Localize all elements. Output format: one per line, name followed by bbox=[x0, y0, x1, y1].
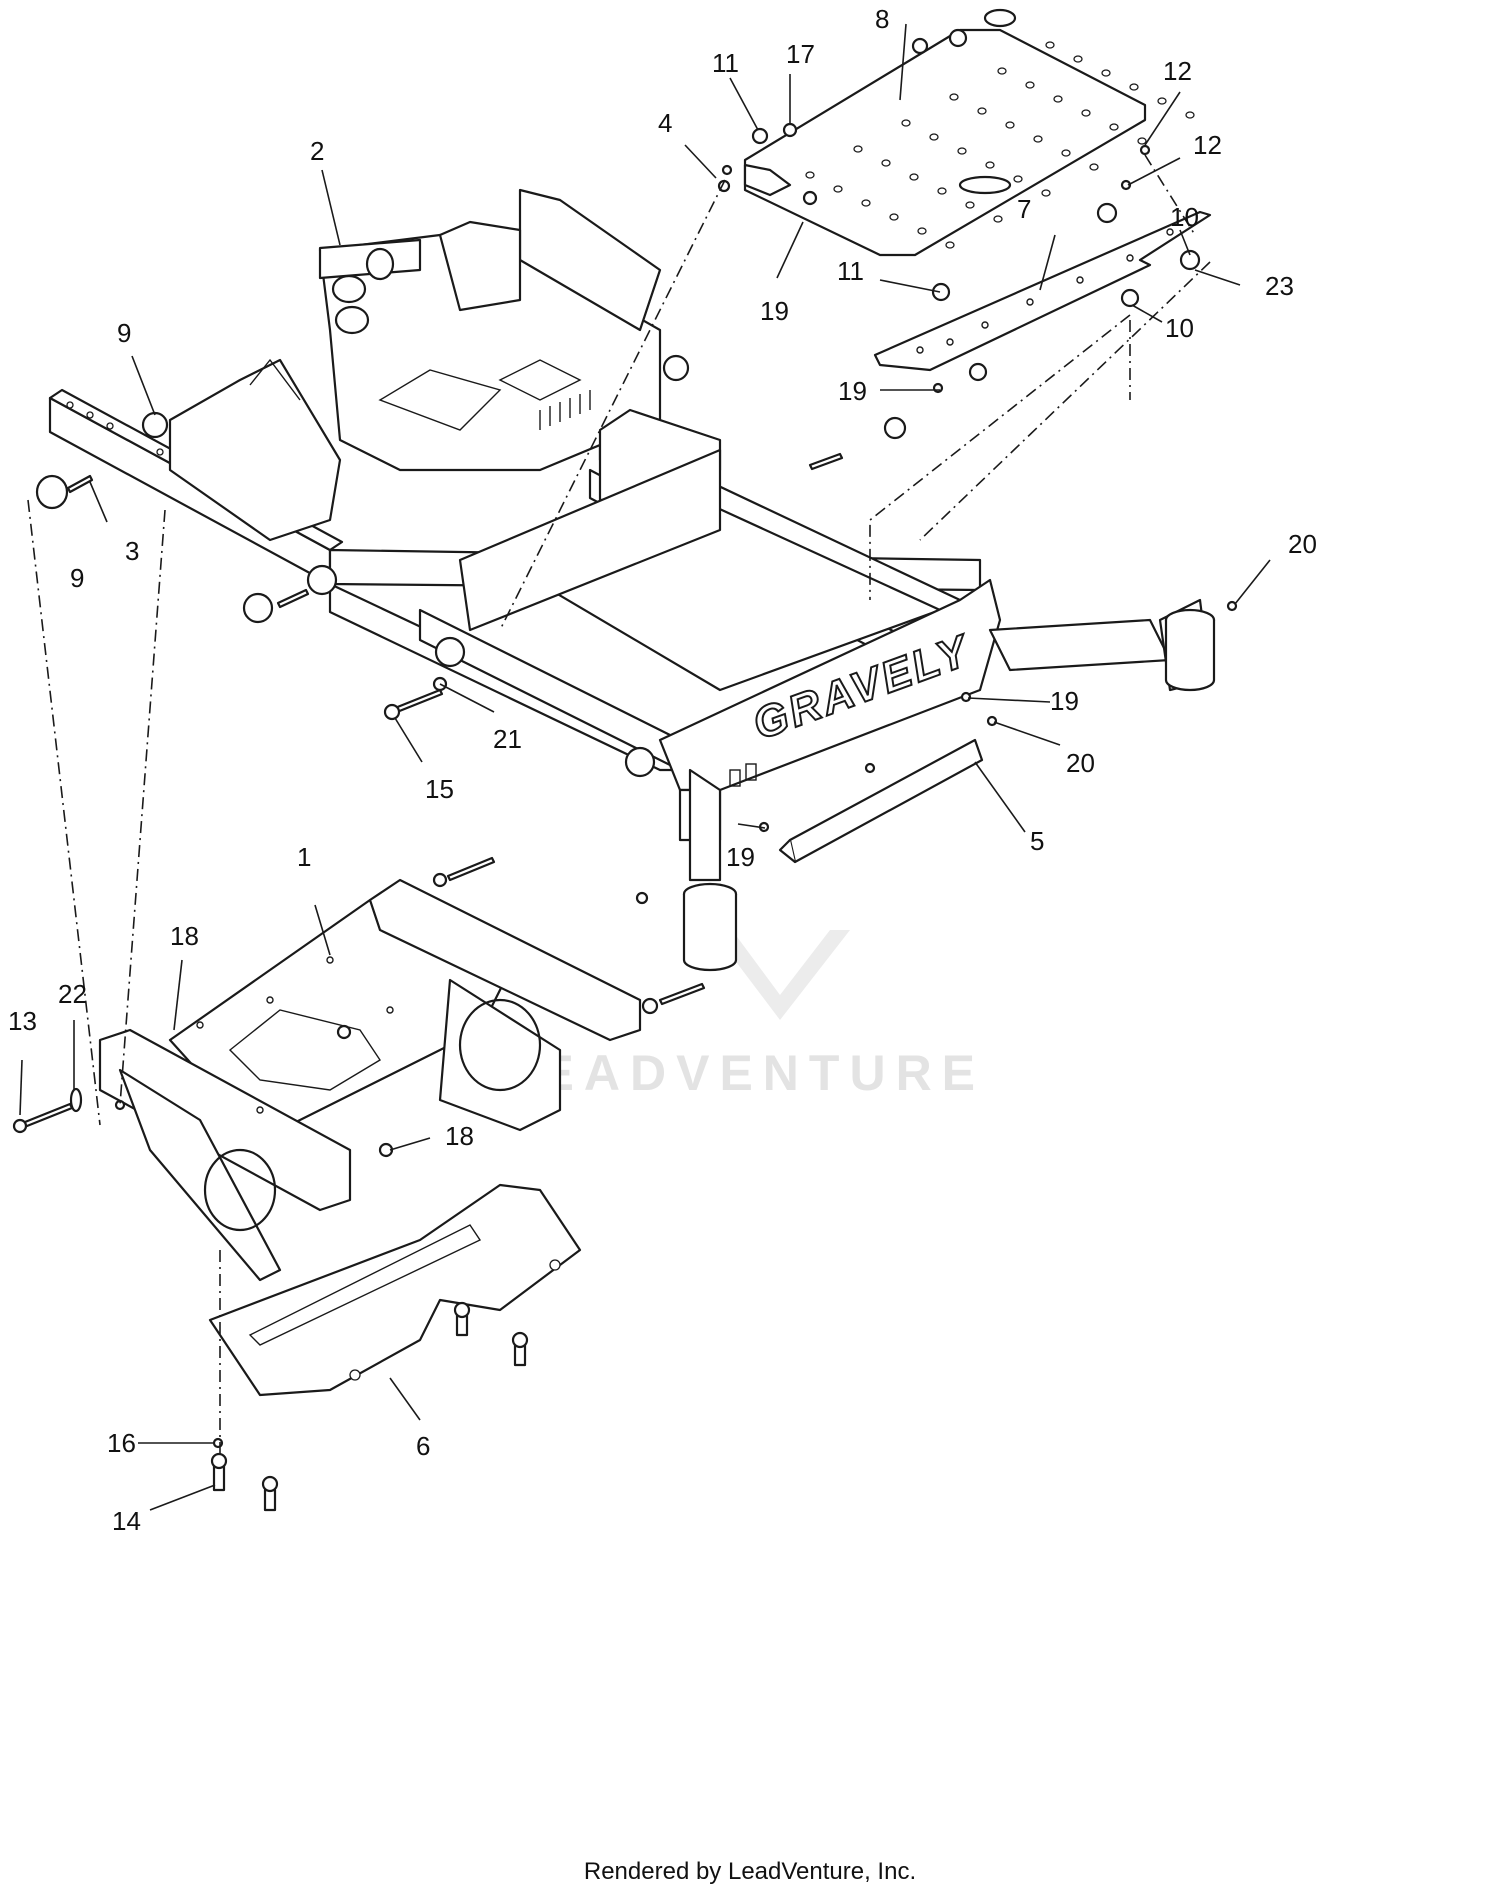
callout-15[interactable]: 15 bbox=[425, 774, 454, 804]
callout-11-top[interactable]: 11 bbox=[712, 48, 739, 78]
footplate-hole bbox=[1185, 111, 1195, 119]
hardware bbox=[12, 28, 1238, 1512]
footplate-hole bbox=[985, 161, 995, 169]
footplate-hole bbox=[1101, 69, 1111, 77]
footplate-hole bbox=[1089, 163, 1099, 171]
callout-4[interactable]: 4 bbox=[658, 108, 672, 138]
watermark-text: LEADVENTURE bbox=[500, 1045, 985, 1101]
bracket-7 bbox=[873, 210, 1212, 372]
footplate-hole bbox=[1033, 135, 1043, 143]
callout-5[interactable]: 5 bbox=[1030, 826, 1044, 856]
footer-credit: Rendered by LeadVenture, Inc. bbox=[583, 1858, 917, 1885]
footplate-hole bbox=[881, 159, 891, 167]
leader-lines bbox=[19, 23, 1271, 1511]
callout-2[interactable]: 2 bbox=[310, 136, 324, 166]
footplate-hole bbox=[993, 215, 1003, 223]
footplate-hole bbox=[937, 187, 947, 195]
callout-12-bottom[interactable]: 12 bbox=[1193, 130, 1222, 160]
callout-18-top[interactable]: 18 bbox=[170, 921, 199, 951]
footplate-hole bbox=[1061, 149, 1071, 157]
footplate-holes bbox=[805, 41, 1195, 249]
footplate-hole bbox=[945, 241, 955, 249]
footplate-hole bbox=[833, 185, 843, 193]
callout-8[interactable]: 8 bbox=[875, 4, 889, 34]
alignment-lines bbox=[27, 154, 1211, 1455]
main-frame bbox=[48, 188, 982, 778]
skid-plate-6 bbox=[208, 1183, 582, 1397]
footplate-hole bbox=[1073, 55, 1083, 63]
footplate-8 bbox=[743, 8, 1195, 257]
callout-12-top[interactable]: 12 bbox=[1163, 56, 1192, 86]
footplate-hole bbox=[917, 227, 927, 235]
callout-19-bottom[interactable]: 19 bbox=[726, 842, 755, 872]
callout-3[interactable]: 3 bbox=[125, 536, 139, 566]
footplate-hole bbox=[1045, 41, 1055, 49]
caster-arm-right bbox=[988, 598, 1216, 692]
footplate-hole bbox=[1053, 95, 1063, 103]
callout-1[interactable]: 1 bbox=[297, 842, 311, 872]
footplate-hole bbox=[805, 171, 815, 179]
footplate-hole bbox=[1013, 175, 1023, 183]
footplate-hole bbox=[949, 93, 959, 101]
footplate-hole bbox=[957, 147, 967, 155]
footplate-hole bbox=[1081, 109, 1091, 117]
callout-10-bottom[interactable]: 10 bbox=[1165, 313, 1194, 343]
callout-19-top[interactable]: 19 bbox=[760, 296, 789, 326]
footplate-hole bbox=[1109, 123, 1119, 131]
callout-19-mid[interactable]: 19 bbox=[838, 376, 867, 406]
watermark: LEADVENTURE bbox=[500, 930, 985, 1101]
footplate-hole bbox=[929, 133, 939, 141]
footplate-hole bbox=[1025, 81, 1035, 89]
footplate-hole bbox=[853, 145, 863, 153]
callout-labels: 1 2 3 4 5 6 7 8 9 9 10 10 11 11 12 12 13… bbox=[8, 4, 1317, 1536]
callout-17[interactable]: 17 bbox=[786, 39, 815, 69]
callout-14[interactable]: 14 bbox=[112, 1506, 141, 1536]
callout-18-bottom[interactable]: 18 bbox=[445, 1121, 474, 1151]
footplate-hole bbox=[1129, 83, 1139, 91]
callout-23[interactable]: 23 bbox=[1265, 271, 1294, 301]
callout-19-right[interactable]: 19 bbox=[1050, 686, 1079, 716]
callout-9-top[interactable]: 9 bbox=[117, 318, 131, 348]
callout-21[interactable]: 21 bbox=[493, 724, 522, 754]
caster-arm-left bbox=[682, 768, 738, 972]
callout-9-bottom[interactable]: 9 bbox=[70, 563, 84, 593]
footplate-hole bbox=[861, 199, 871, 207]
callout-11-bottom[interactable]: 11 bbox=[837, 256, 864, 286]
footplate-hole bbox=[1041, 189, 1051, 197]
cushion-5 bbox=[778, 738, 984, 864]
callout-6[interactable]: 6 bbox=[416, 1431, 430, 1461]
footplate-hole bbox=[901, 119, 911, 127]
callout-20-bottom[interactable]: 20 bbox=[1066, 748, 1095, 778]
subframe-1 bbox=[98, 878, 642, 1282]
footplate-hole bbox=[1137, 137, 1147, 145]
footplate-hole bbox=[977, 107, 987, 115]
footplate-hole bbox=[1157, 97, 1167, 105]
callout-10-top[interactable]: 10 bbox=[1170, 202, 1199, 232]
footplate-hole bbox=[997, 67, 1007, 75]
callout-20-top[interactable]: 20 bbox=[1288, 529, 1317, 559]
callout-7[interactable]: 7 bbox=[1017, 194, 1031, 224]
footplate-hole bbox=[909, 173, 919, 181]
footplate-hole bbox=[965, 201, 975, 209]
footplate-hole bbox=[889, 213, 899, 221]
callout-13[interactable]: 13 bbox=[8, 1006, 37, 1036]
footplate-hole bbox=[1005, 121, 1015, 129]
callout-16[interactable]: 16 bbox=[107, 1428, 136, 1458]
callout-22[interactable]: 22 bbox=[58, 979, 87, 1009]
